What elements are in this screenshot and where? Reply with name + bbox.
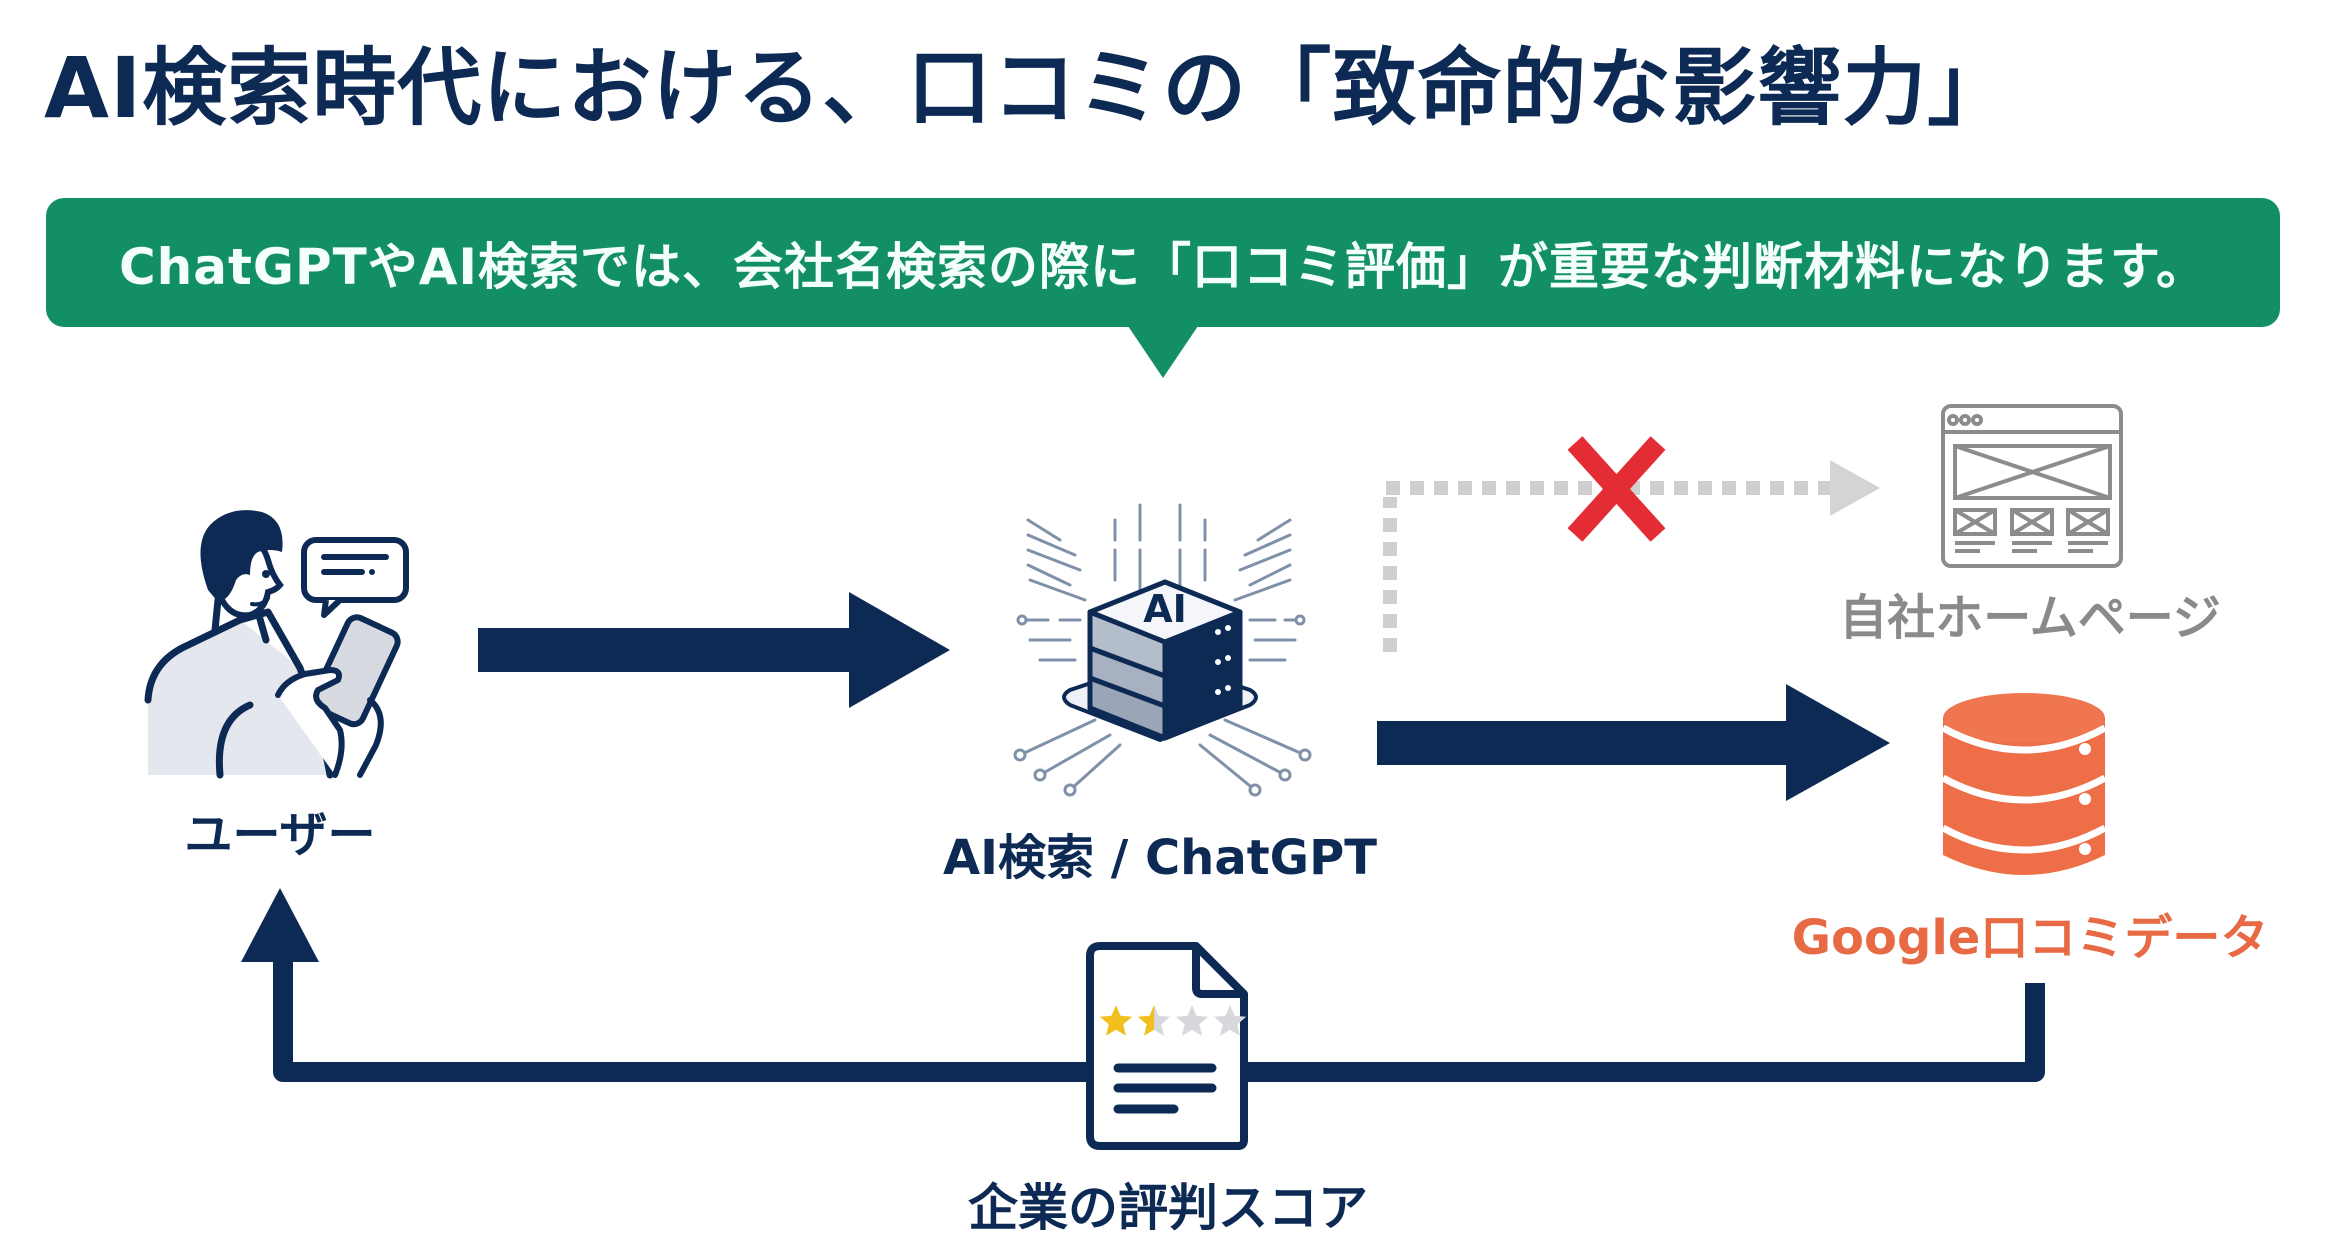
blocked-arrowhead	[1830, 460, 1880, 516]
star-rating	[1099, 1005, 1247, 1036]
arrow-db-to-user-head	[241, 888, 319, 962]
node-label-score: 企業の評判スコア	[968, 1179, 1368, 1237]
ai-badge-text: AI	[1143, 587, 1187, 631]
node-label-ai: AI検索 / ChatGPT	[942, 830, 1378, 886]
arrow-user-to-ai	[478, 592, 950, 708]
review-document-icon	[1086, 942, 1248, 1150]
ai-server-stack-icon: AI	[1013, 503, 1312, 797]
node-label-reviews-db: Google口コミデータ	[1791, 910, 2269, 966]
database-icon	[1941, 693, 2107, 875]
webpage-wireframe-icon	[1941, 404, 2123, 568]
star-1	[1099, 1005, 1133, 1036]
blocked-x-icon	[1567, 436, 1666, 542]
callout-tail	[1128, 326, 1198, 378]
node-label-user: ユーザー	[184, 807, 376, 863]
star-2	[1137, 1005, 1171, 1036]
star-3	[1175, 1005, 1209, 1036]
page-title: AI検索時代における、口コミの「致命的な影響力」	[44, 39, 2013, 137]
callout-banner-text: ChatGPTやAI検索では、会社名検索の際に「口コミ評価」が重要な判断材料にな…	[118, 237, 2208, 296]
arrow-ai-to-db	[1377, 684, 1890, 801]
star-4	[1213, 1005, 1247, 1036]
callout-banner: ChatGPTやAI検索では、会社名検索の際に「口コミ評価」が重要な判断材料にな…	[46, 198, 2280, 327]
person-with-smartphone-icon	[144, 510, 409, 779]
node-label-website: 自社ホームページ	[1839, 590, 2221, 646]
blocked-path	[1383, 460, 1880, 652]
